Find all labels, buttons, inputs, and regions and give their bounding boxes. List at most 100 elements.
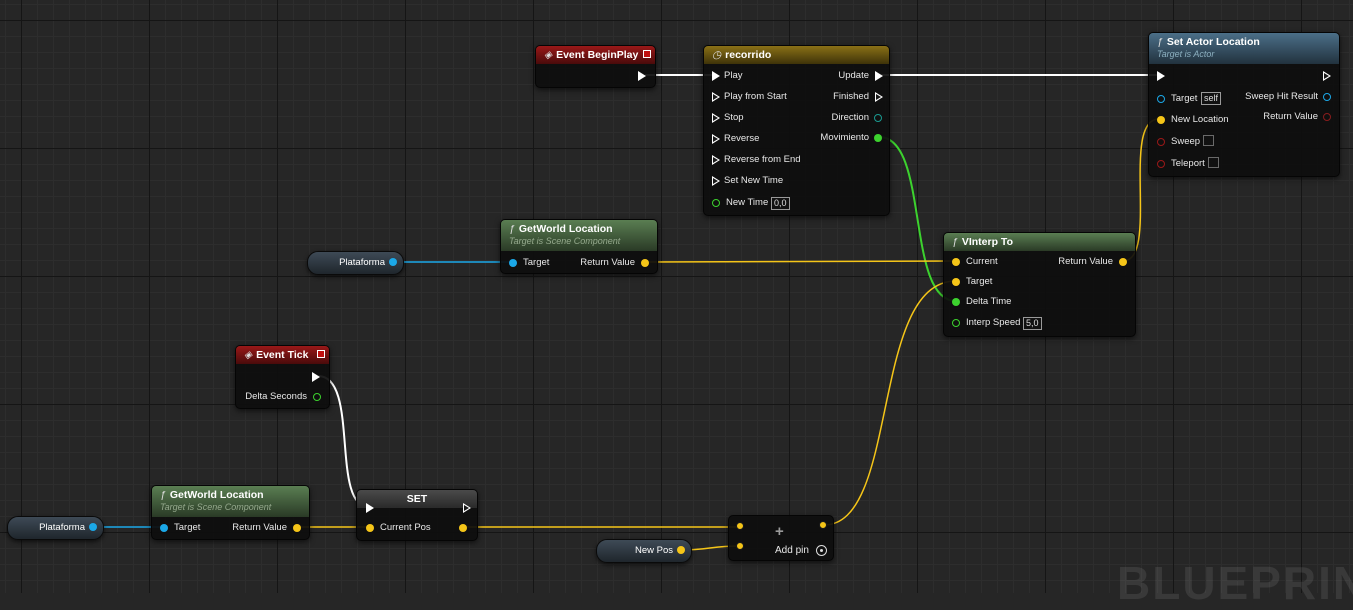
exec-out-pin[interactable] — [463, 503, 471, 513]
sweep-hit-result-pin[interactable] — [1323, 93, 1331, 101]
event-tick-node[interactable]: ◈Event Tick Delta Seconds — [235, 345, 330, 409]
teleport-pin[interactable] — [1157, 160, 1165, 168]
plataforma-out-pin[interactable] — [89, 523, 97, 531]
new-location-pin[interactable] — [1157, 116, 1165, 124]
exec-out-pin[interactable] — [312, 372, 320, 382]
movimiento-pin[interactable] — [874, 134, 882, 142]
return-value-label: Return Value — [1058, 256, 1113, 267]
set-node-header: SET — [357, 490, 477, 508]
return-value-pin[interactable] — [293, 524, 301, 532]
exec-out-pin[interactable] — [1323, 71, 1331, 81]
stop-label: Stop — [724, 112, 744, 123]
target-label: Target — [174, 522, 201, 533]
current-pos-out-pin[interactable] — [459, 524, 467, 532]
sweep-hit-result-label: Sweep Hit Result — [1245, 91, 1318, 102]
plataforma-label: Plataforma — [39, 522, 85, 533]
new-time-input[interactable]: 0,0 — [771, 197, 790, 210]
blueprint-watermark: BLUEPRINT — [1117, 557, 1353, 609]
plataforma-out-pin[interactable] — [389, 258, 397, 266]
new-pos-variable[interactable]: New Pos — [596, 539, 692, 563]
event-icon: ◈ — [244, 349, 253, 361]
return-value-pin[interactable] — [1119, 258, 1127, 266]
new-pos-out-pin[interactable] — [677, 546, 685, 554]
timeline-header: ◷recorrido — [704, 46, 889, 64]
event-beginplay-node[interactable]: ◈Event BeginPlay — [535, 45, 656, 88]
direction-label: Direction — [831, 112, 870, 123]
finished-exec-pin[interactable] — [875, 92, 883, 102]
add-input-b-pin[interactable] — [736, 542, 744, 550]
current-label: Current — [966, 256, 998, 267]
function-icon: ƒ — [509, 223, 515, 235]
add-pin-plus-icon[interactable] — [816, 545, 827, 556]
current-pos-in-pin[interactable] — [366, 524, 374, 532]
exec-in-pin[interactable] — [1157, 71, 1165, 81]
exec-in-pin[interactable] — [366, 503, 374, 513]
function-icon: ƒ — [1157, 36, 1163, 48]
interp-speed-input[interactable]: 5,0 — [1023, 317, 1042, 330]
set-actor-location-title: Set Actor Location — [1166, 36, 1260, 48]
return-value-pin[interactable] — [1323, 113, 1331, 121]
sweep-checkbox[interactable] — [1203, 135, 1214, 146]
plataforma-variable-top[interactable]: Plataforma — [307, 251, 404, 275]
sweep-pin[interactable] — [1157, 138, 1165, 146]
delta-seconds-pin[interactable] — [313, 393, 321, 401]
event-icon: ◈ — [544, 49, 553, 61]
interp-speed-pin[interactable] — [952, 319, 960, 327]
reverse-from-end-label: Reverse from End — [724, 154, 801, 165]
teleport-checkbox[interactable] — [1208, 157, 1219, 168]
reverse-label: Reverse — [724, 133, 760, 144]
get-world-location-title: GetWorld Location — [518, 223, 613, 235]
get-world-location-subtitle: Target is Scene Component — [509, 236, 621, 246]
current-pin[interactable] — [952, 258, 960, 266]
stop-exec-pin[interactable] — [712, 113, 720, 123]
reverse-from-end-exec-pin[interactable] — [712, 155, 720, 165]
delta-seconds-label: Delta Seconds — [245, 391, 307, 402]
target-pin[interactable] — [952, 278, 960, 286]
sweep-label: Sweep — [1171, 136, 1201, 147]
target-self-input[interactable]: self — [1201, 92, 1222, 105]
event-badge-icon — [643, 50, 651, 58]
timeline-title: recorrido — [725, 49, 772, 61]
return-value-pin[interactable] — [641, 259, 649, 267]
vinterp-to-title: VInterp To — [961, 236, 1013, 248]
target-pin[interactable] — [160, 524, 168, 532]
delta-time-pin[interactable] — [952, 298, 960, 306]
set-current-pos-node[interactable]: SET Current Pos — [356, 489, 478, 541]
vector-wire-add-to-vinterp-target — [823, 280, 957, 526]
vector-wire-returnvalue-to-current — [645, 260, 957, 263]
float-wire-movimiento-to-deltatime — [878, 136, 957, 302]
add-output-pin[interactable] — [819, 521, 827, 529]
play-from-start-label: Play from Start — [724, 91, 787, 102]
delta-time-label: Delta Time — [966, 296, 1012, 307]
add-pin-label[interactable]: Add pin — [775, 545, 809, 556]
return-value-label: Return Value — [580, 257, 635, 268]
add-input-a-pin[interactable] — [736, 522, 744, 530]
update-exec-pin[interactable] — [875, 71, 883, 81]
return-value-label: Return Value — [1263, 111, 1318, 122]
exec-out-pin[interactable] — [638, 71, 646, 81]
plataforma-variable-bottom[interactable]: Plataforma — [7, 516, 104, 540]
reverse-exec-pin[interactable] — [712, 134, 720, 144]
add-vector-node[interactable]: + Add pin — [728, 515, 834, 561]
target-pin[interactable] — [1157, 95, 1165, 103]
event-beginplay-header: ◈Event BeginPlay — [536, 46, 655, 64]
function-icon: ƒ — [952, 236, 958, 248]
set-node-title: SET — [406, 493, 428, 505]
direction-pin[interactable] — [874, 114, 882, 122]
timeline-recorrido-node[interactable]: ◷recorrido Play Play from Start Stop Rev… — [703, 45, 890, 216]
new-time-pin[interactable] — [712, 199, 720, 207]
play-exec-pin[interactable] — [712, 71, 720, 81]
target-pin[interactable] — [509, 259, 517, 267]
play-from-start-exec-pin[interactable] — [712, 92, 720, 102]
set-actor-location-subtitle: Target is Actor — [1157, 49, 1215, 59]
current-pos-label: Current Pos — [380, 522, 431, 533]
get-world-location-subtitle: Target is Scene Component — [160, 502, 272, 512]
set-new-time-exec-pin[interactable] — [712, 176, 720, 186]
